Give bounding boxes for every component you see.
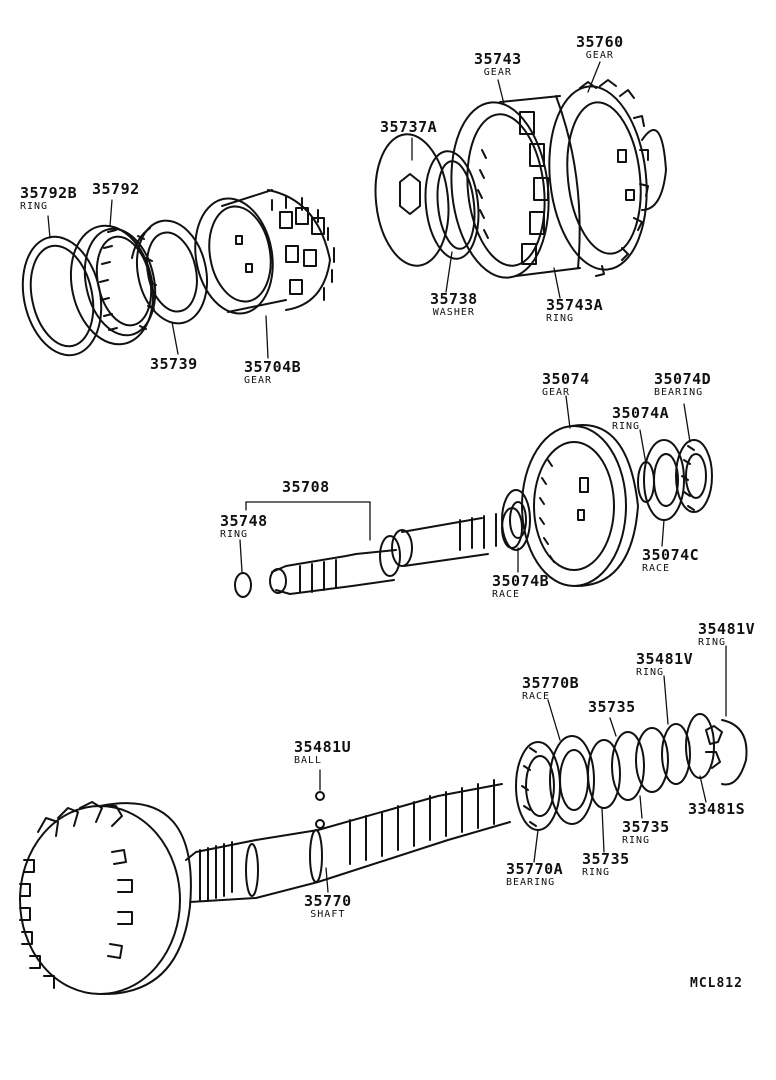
callout-35743: 35743 GEAR: [474, 52, 522, 78]
part-number: 35708: [282, 478, 330, 496]
part-desc: BALL: [294, 755, 323, 766]
part-desc: RING: [546, 313, 575, 324]
part-number: 35481V: [636, 650, 694, 668]
plate-35737A-drawing: [374, 133, 450, 267]
part-number: 35074B: [492, 572, 550, 590]
part-desc: RING: [20, 201, 49, 212]
callout-35708: 35708: [282, 480, 330, 495]
part-desc: GEAR: [244, 375, 273, 386]
part-desc: GEAR: [483, 67, 512, 78]
part-number: 35770B: [522, 674, 580, 692]
part-number: 35735: [622, 818, 670, 836]
part-desc: RACE: [642, 563, 671, 574]
part-number: 33481S: [688, 800, 746, 818]
callout-35481V-upper: 35481V RING: [698, 622, 755, 648]
part-desc: RACE: [522, 691, 551, 702]
part-number: 35735: [588, 698, 636, 716]
callout-35770B: 35770B RACE: [522, 676, 579, 702]
part-desc: SHAFT: [310, 909, 346, 920]
callout-35074A: 35074A RING: [612, 406, 669, 432]
gear-35760-drawing: [548, 79, 667, 277]
callout-35743A: 35743A RING: [546, 298, 603, 324]
part-number: 35770: [304, 892, 352, 910]
part-number: 35074D: [654, 370, 712, 388]
part-desc: RING: [582, 867, 611, 878]
race-35074B-drawing: [501, 489, 531, 551]
part-number: 35074A: [612, 404, 670, 422]
callout-35074: 35074 GEAR: [542, 372, 590, 398]
callout-35770: 35770 SHAFT: [304, 894, 352, 920]
part-number: 35074C: [642, 546, 700, 564]
part-number: 35481V: [698, 620, 756, 638]
shaft-35708-drawing: [269, 507, 523, 595]
part-number: 35743A: [546, 296, 604, 314]
diagram-code: MCL812: [690, 976, 743, 991]
callout-35739: 35739: [150, 357, 198, 372]
part-number: 35748: [220, 512, 268, 530]
part-desc: GEAR: [542, 387, 571, 398]
callout-35737A: 35737A: [380, 120, 437, 135]
part-desc: WASHER: [432, 307, 475, 318]
gear-35704B-drawing: [194, 189, 335, 315]
part-number: 35481U: [294, 738, 352, 756]
part-number: 35792B: [20, 184, 78, 202]
part-desc: RING: [220, 529, 249, 540]
callout-35704B: 35704B GEAR: [244, 360, 301, 386]
callout-35074C: 35074C RACE: [642, 548, 699, 574]
bearing-35074D-drawing: [675, 439, 713, 513]
callout-35760: 35760 GEAR: [576, 35, 624, 61]
washer-35739-drawing: [131, 219, 208, 325]
callout-35481U: 35481U BALL: [294, 740, 351, 766]
callout-35770A: 35770A BEARING: [506, 862, 563, 888]
part-number: 35739: [150, 355, 198, 373]
part-number: 35770A: [506, 860, 564, 878]
callout-35735-bottom: 35735 RING: [582, 852, 630, 878]
part-number: 35704B: [244, 358, 302, 376]
part-number: 35792: [92, 180, 140, 198]
part-desc: RING: [612, 421, 641, 432]
ring-35481V-set-drawing: [685, 713, 748, 786]
part-number: 35738: [430, 290, 478, 308]
callout-35792: 35792: [92, 182, 140, 197]
part-desc: RING: [698, 637, 727, 648]
ring-35748-drawing: [234, 572, 252, 598]
gear-35074-drawing: [521, 424, 639, 587]
part-number: 35074: [542, 370, 590, 388]
callout-35735-middle: 35735 RING: [622, 820, 670, 846]
callout-35792B: 35792B RING: [20, 186, 77, 212]
shaft-35770-drawing: [185, 779, 511, 903]
ball-35481U-drawing: [315, 791, 325, 801]
part-desc: RACE: [492, 589, 521, 600]
callout-35738: 35738 WASHER: [430, 292, 478, 318]
part-number: 35760: [576, 33, 624, 51]
callout-35748: 35748 RING: [220, 514, 268, 540]
part-number: 35735: [582, 850, 630, 868]
callout-35074D: 35074D BEARING: [654, 372, 711, 398]
part-desc: RING: [636, 667, 665, 678]
race-35074C-drawing: [643, 439, 685, 521]
part-number: 35737A: [380, 118, 438, 136]
callout-35481V-lower: 35481V RING: [636, 652, 693, 678]
ring-35792B-drawing: [21, 235, 103, 357]
bearing-35792-drawing: [69, 224, 157, 346]
part-desc: BEARING: [506, 877, 556, 888]
part-number: 35743: [474, 50, 522, 68]
callout-35074B: 35074B RACE: [492, 574, 549, 600]
part-desc: GEAR: [585, 50, 614, 61]
callout-35735-top: 35735: [588, 700, 636, 715]
part-desc: RING: [622, 835, 651, 846]
gear-35743-drawing: [450, 95, 581, 279]
drum-35770-drawing: [19, 801, 192, 996]
leader-lines: [47, 61, 727, 893]
part-desc: BEARING: [654, 387, 704, 398]
ring-35735-set-drawing: [587, 723, 691, 809]
callout-33481S: 33481S: [688, 802, 745, 817]
